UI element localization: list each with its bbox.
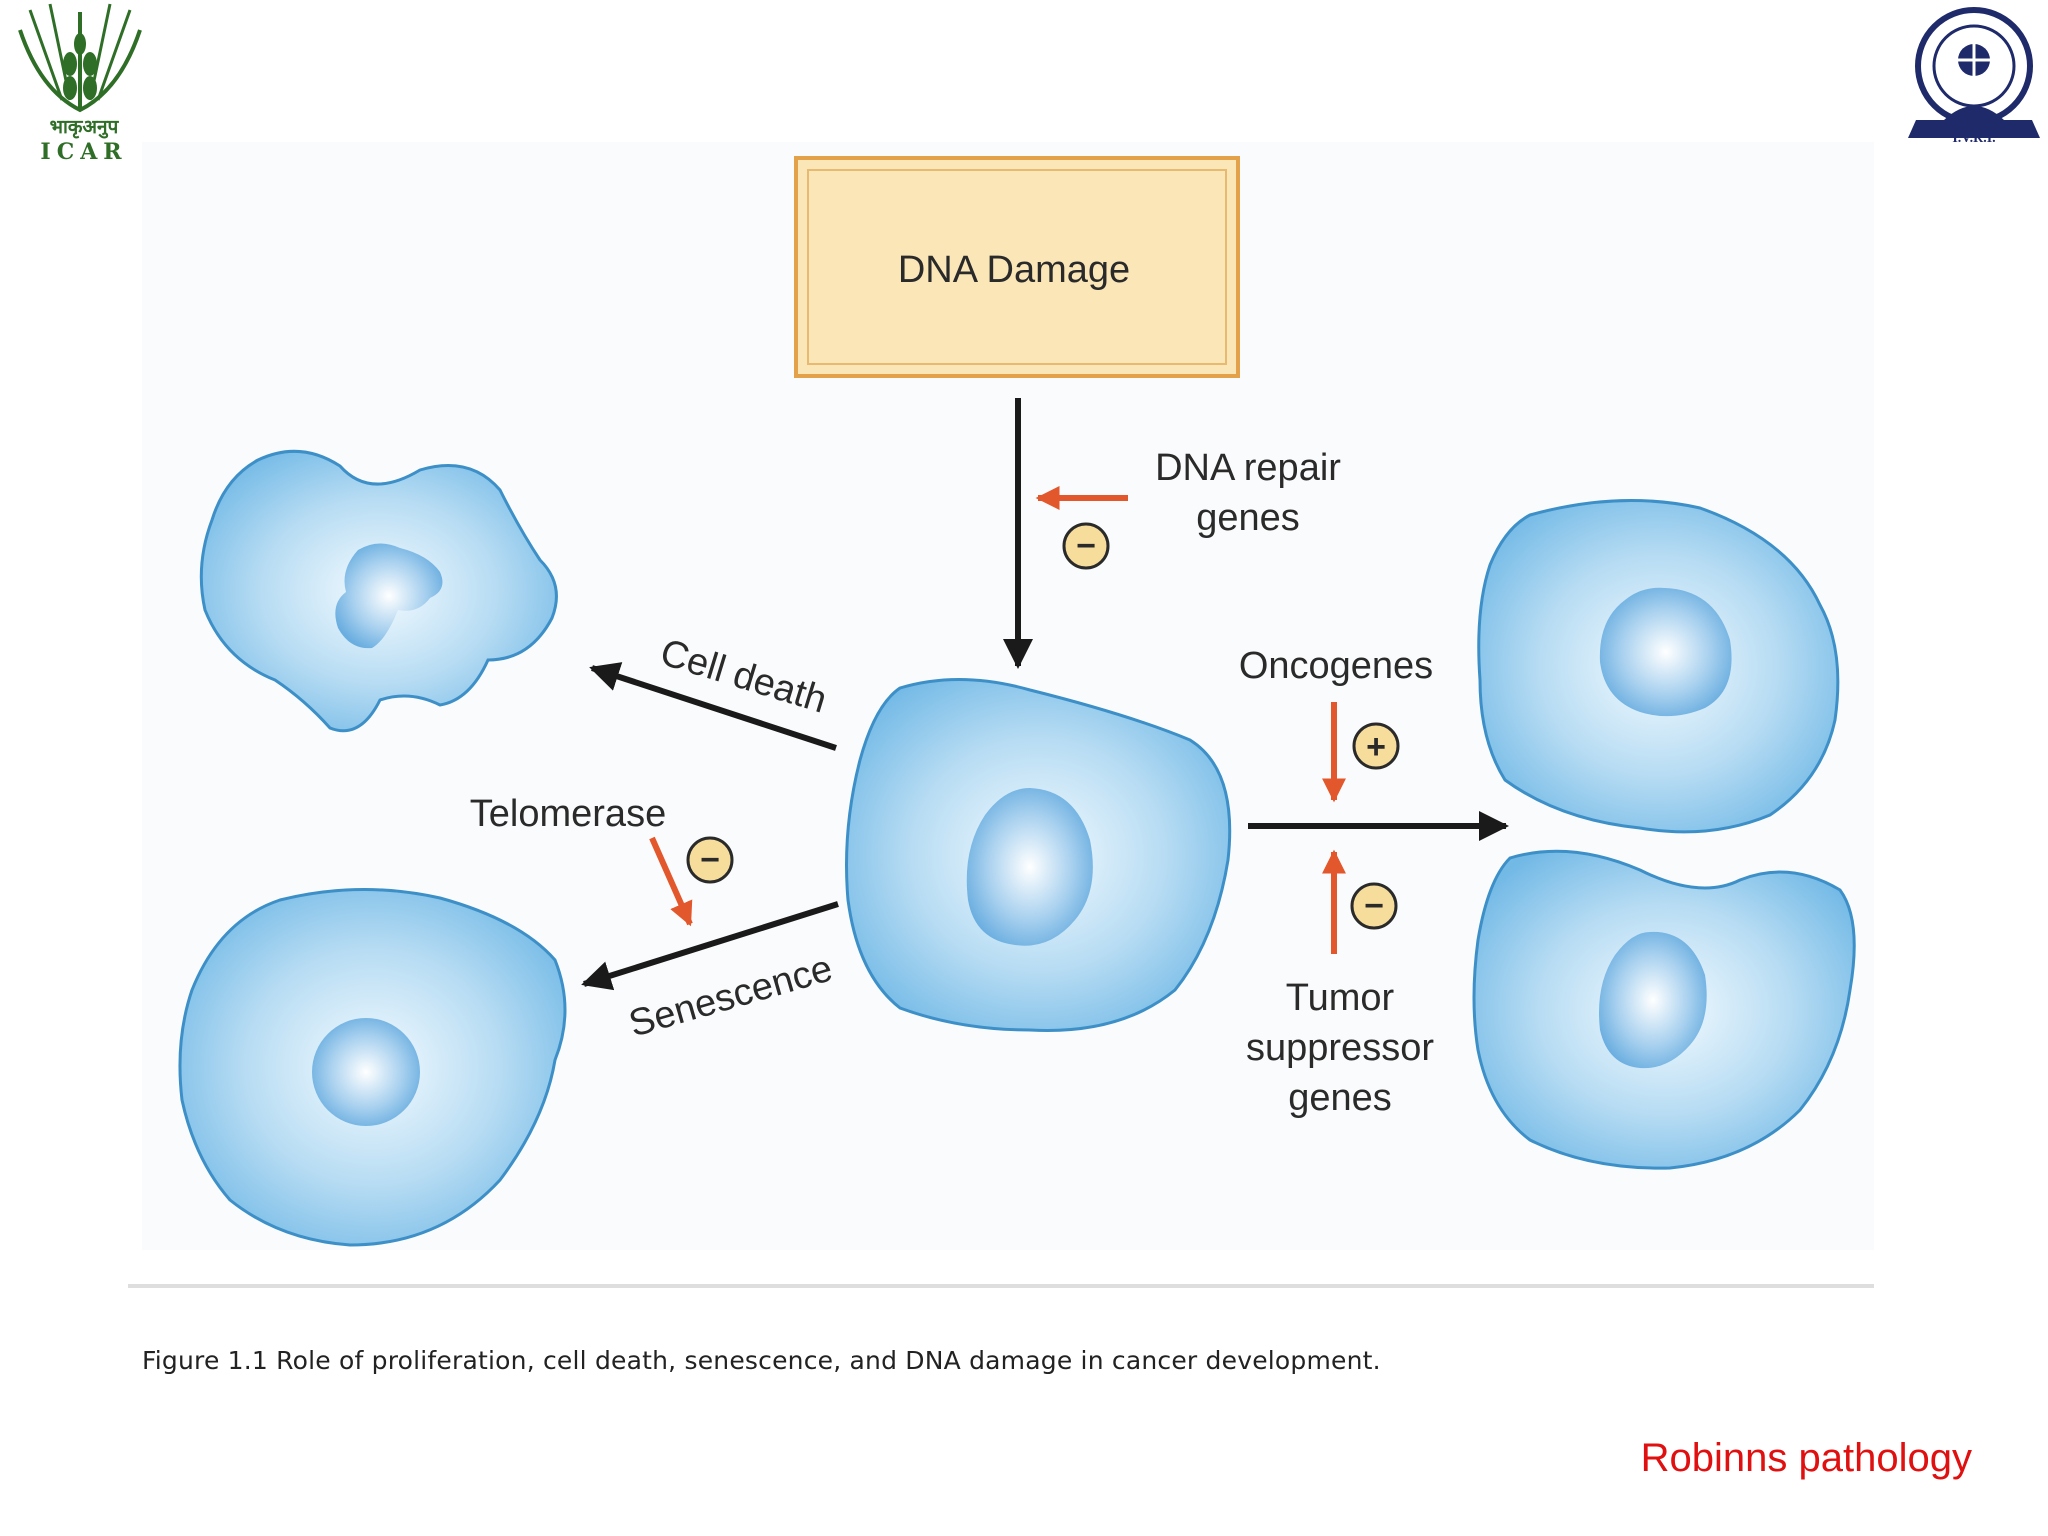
dna-repair-label-line1: DNA repair [1155,447,1341,489]
dna-repair-minus-sign: − [1062,522,1110,570]
icar-hindi-text: भाकृअनुप [49,116,119,138]
senescent-cell [178,887,567,1247]
daughter-cell-top [1477,498,1840,834]
telomerase-label: Telomerase [470,793,666,835]
daughter-cell-bottom [1472,849,1856,1170]
dna-damage-label: DNA Damage [898,249,1130,291]
figure-caption: Figure 1.1 Role of proliferation, cell d… [142,1346,1381,1375]
icar-logo-text: भाकृअनुप ICAR [24,116,144,165]
telomerase-minus-sign: − [686,836,734,884]
oncogenes-plus-sign: + [1352,722,1400,770]
icar-wheat-logo-icon [18,3,142,113]
senescence-arrow [581,901,839,991]
tumor-suppressor-label-line1: Tumor [1286,977,1395,1019]
oncogenes-label: Oncogenes [1239,645,1433,687]
icar-english-text: ICAR [40,139,128,165]
cell-death-arrow [589,662,837,751]
dying-cell [199,449,558,733]
svg-text:−: − [1364,887,1384,925]
tumor-suppressor-minus-sign: − [1350,882,1398,930]
dna-damage-box: DNA Damage [794,156,1240,378]
dna-repair-label-line2: genes [1196,497,1300,539]
telomerase-inhibit-arrow [649,836,693,927]
tumor-suppressor-label-line2: suppressor [1246,1027,1434,1069]
central-cell [845,678,1232,1032]
svg-text:−: − [1076,527,1096,565]
tumor-suppressor-label-line3: genes [1288,1077,1392,1119]
ivri-emblem-icon [1908,7,2040,138]
svg-text:+: + [1366,728,1386,766]
ivri-logo-text: I.V.R.I. [1952,131,1995,146]
svg-text:−: − [700,841,720,879]
source-credit: Robinns pathology [1640,1436,1972,1480]
